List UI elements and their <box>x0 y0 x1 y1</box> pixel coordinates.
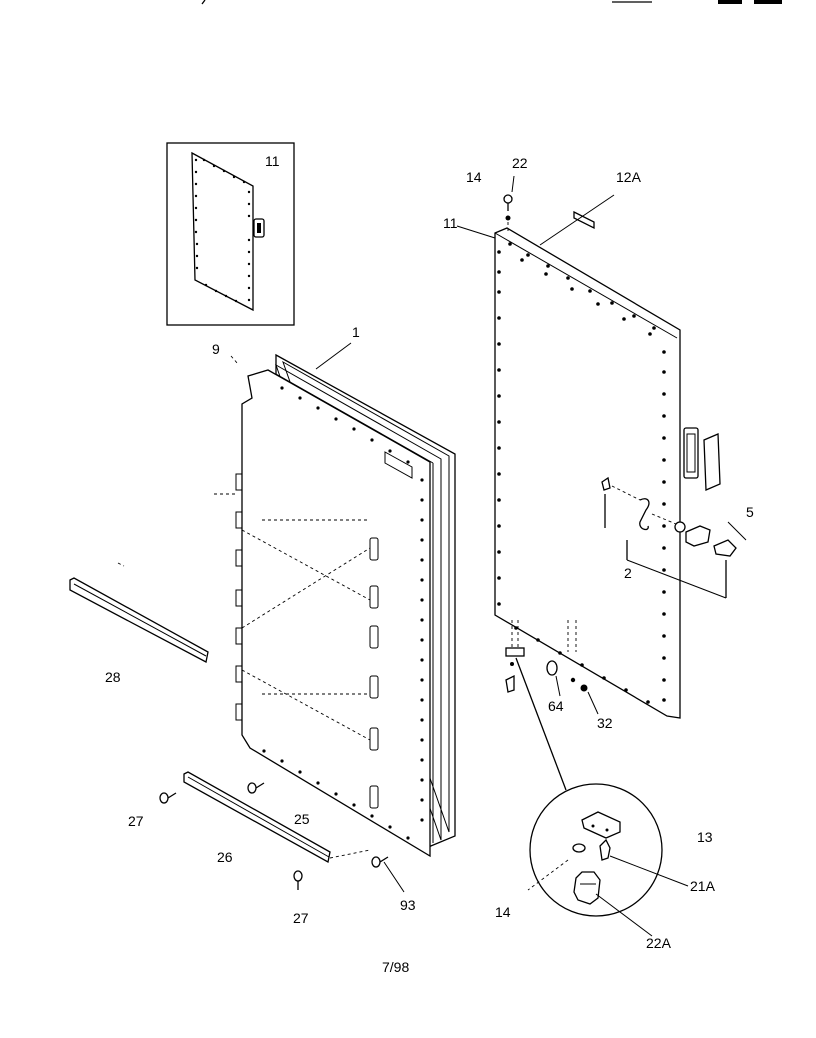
callout-11-inset: 11 <box>265 153 280 169</box>
detail-leader-line <box>515 657 567 791</box>
door-liner <box>214 369 431 858</box>
screws <box>159 782 389 890</box>
screw-93 <box>371 856 389 868</box>
callout-2: 2 <box>624 565 632 581</box>
liner-dash-guides <box>214 493 371 741</box>
callout-11-door: 11 <box>443 215 458 231</box>
callout-27-upper: 27 <box>128 813 144 829</box>
hinge-detail-circle <box>527 783 689 937</box>
washer-32 <box>580 684 588 692</box>
liner-holes <box>262 386 424 840</box>
handle-screw <box>601 476 611 491</box>
callout-27-lower: 27 <box>293 910 309 926</box>
inset-handle-icon <box>253 218 265 238</box>
bottom-hinge-pin <box>505 674 515 693</box>
top-hinge-parts <box>503 194 595 234</box>
handle-bracket <box>683 427 699 479</box>
callout-5: 5 <box>746 504 754 520</box>
detail-washer-14 <box>572 843 586 853</box>
callout-labels: 11 14 22 12A 11 1 9 5 2 28 64 32 13 27 2… <box>105 153 754 975</box>
callout-22a: 22A <box>646 935 672 951</box>
detail-pin-21a <box>599 838 611 861</box>
inset-door-panel <box>191 151 254 312</box>
bottom-hinge-bracket <box>505 647 525 657</box>
handle-knob-5 <box>713 539 737 557</box>
callout-93: 93 <box>400 897 416 913</box>
callout-26: 26 <box>217 849 233 865</box>
washer-bottom <box>510 662 514 666</box>
date-code: 7/98 <box>382 959 409 975</box>
handle-cover <box>703 433 721 491</box>
trim-strip-28 <box>69 577 209 663</box>
cropped-header-marks <box>201 0 782 5</box>
bottom-hinge-parts <box>505 620 588 791</box>
inset-frame <box>166 142 295 326</box>
callout-13: 13 <box>697 829 713 845</box>
detail-hinge-bracket <box>581 811 621 839</box>
hinge-shim-12a <box>573 210 595 230</box>
callout-21a: 21A <box>690 878 716 894</box>
callout-64: 64 <box>548 698 564 714</box>
inset-door-holes <box>194 158 251 303</box>
screw-27-lower <box>293 870 303 890</box>
callout-32: 32 <box>597 715 613 731</box>
screw-25 <box>247 782 265 794</box>
callout-14-top: 14 <box>466 169 482 185</box>
inset-door-view <box>166 142 295 326</box>
liner-shelf-brackets-left <box>235 473 243 721</box>
handle-spacer <box>685 525 711 547</box>
callout-12a: 12A <box>616 169 642 185</box>
callout-9: 9 <box>212 341 220 357</box>
o-ring <box>674 521 686 533</box>
spacer-64 <box>546 660 558 676</box>
callout-28: 28 <box>105 669 121 685</box>
outer-door-holes <box>497 242 666 704</box>
washer-14-top <box>505 215 511 221</box>
outer-door-panel <box>494 227 681 719</box>
leader-lines <box>117 175 747 893</box>
hinge-pin-22 <box>503 194 513 204</box>
liner-shelf-brackets-right <box>369 537 379 809</box>
callout-1: 1 <box>352 324 360 340</box>
door-latch-handle <box>639 498 650 531</box>
detail-bushing-22a <box>573 871 601 905</box>
callout-22: 22 <box>512 155 528 171</box>
callout-25: 25 <box>294 811 310 827</box>
handle-parts <box>601 427 737 599</box>
callout-14-bottom: 14 <box>495 904 511 920</box>
trim-strip-26 <box>183 771 331 864</box>
screw-27-upper <box>159 792 177 804</box>
